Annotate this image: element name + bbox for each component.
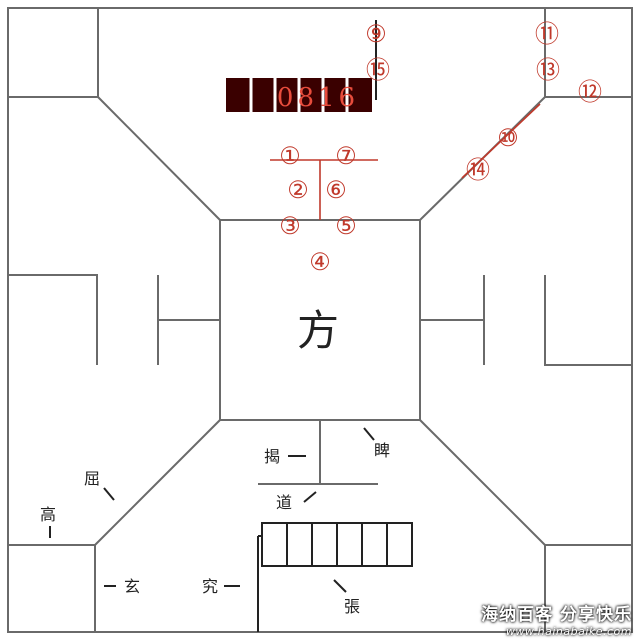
circle-number-15: ⑮ [366,56,390,84]
diagonal-top-left [97,96,221,221]
label-jie: 揭 [264,447,280,466]
corner-room-top-left [8,8,99,98]
counter-digits: 0816 [277,83,359,113]
diagonal-bottom-right [419,419,546,546]
circle-number-6: ⑥ [325,176,347,204]
label-xuan: 玄 [124,577,140,596]
label-dao: 道 [276,493,292,512]
circle-number-14: ⑭ [466,156,490,184]
circle-number-2: ② [287,176,309,204]
circle-number-3: ③ [279,212,301,240]
label-pi: 睥 [374,441,390,460]
circle-number-4: ④ [309,248,331,276]
watermark: 海纳百客 分享快乐 www.hainabaike.com [481,600,632,638]
circle-number-10: ⑩ [497,124,519,152]
label-gao: 高 [40,505,56,524]
left-wing-wall [8,274,98,365]
circle-number-9: ⑨ [365,20,387,48]
corner-room-bottom-left [8,544,96,632]
circle-number-12: ⑫ [578,78,602,106]
center-character: 方 [297,306,339,355]
watermark-url: www.hainabaike.com [505,625,632,638]
circle-number-1: ① [279,142,301,170]
circle-number-7: ⑦ [335,142,357,170]
label-qu: 屈 [84,469,100,488]
circle-number-5: ⑤ [335,212,357,240]
diagonal-bottom-left [94,419,221,546]
watermark-title: 海纳百客 分享快乐 [481,605,632,625]
outer-frame [7,7,633,633]
label-zhang: 張 [344,597,360,616]
right-wing-wall [544,275,632,366]
circle-number-13: ⑬ [536,56,560,84]
circle-number-11: ⑪ [535,20,559,48]
label-jiu: 究 [202,577,218,596]
